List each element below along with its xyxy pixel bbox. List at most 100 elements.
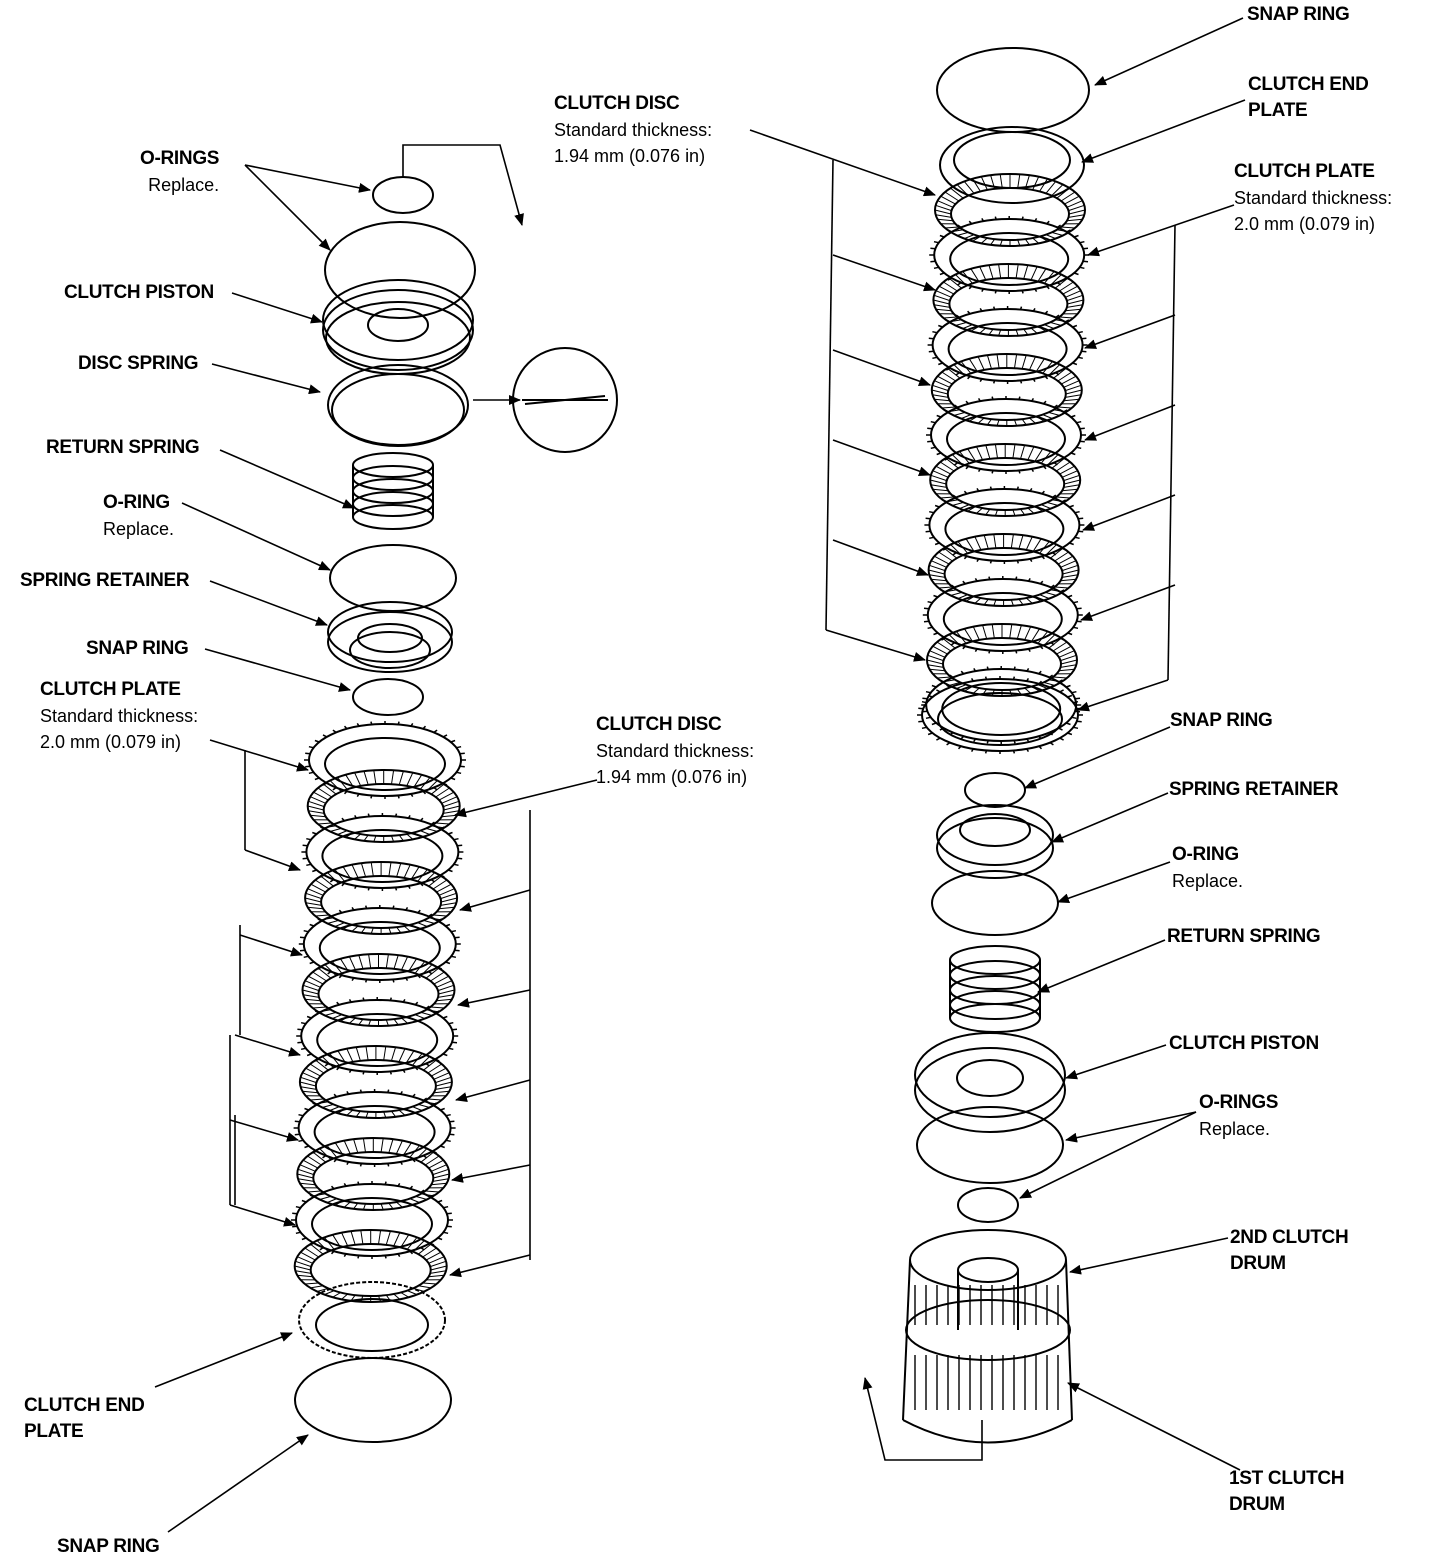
leader-line bbox=[1065, 1044, 1167, 1080]
left-o-rings-title: O-RINGS bbox=[140, 148, 220, 169]
right-first-clutch-drum-title1: 1ST CLUTCH bbox=[1229, 1468, 1345, 1489]
right-snap-ring-top-title: SNAP RING bbox=[1247, 4, 1350, 25]
leader-line bbox=[239, 934, 303, 957]
leader-line bbox=[1051, 792, 1169, 843]
right-snap-ring-mid-title: SNAP RING bbox=[1170, 710, 1273, 731]
right-o-rings-title: O-RINGS bbox=[1199, 1092, 1279, 1113]
leader-line bbox=[1087, 204, 1235, 257]
leader-line bbox=[154, 1332, 293, 1388]
right-snap-ring-mid bbox=[964, 772, 1026, 808]
left-snap-ring-lower bbox=[294, 1357, 452, 1443]
left-clutch-piston bbox=[322, 279, 474, 375]
leader-line bbox=[1069, 1237, 1229, 1275]
left-clutch-piston-title: CLUTCH PISTON bbox=[64, 282, 214, 303]
left-clutch-disc bbox=[306, 769, 461, 843]
leader-line bbox=[209, 739, 309, 772]
left-clutch-disc bbox=[298, 1045, 453, 1119]
center-clutch-disc-spec-label: Standard thickness: bbox=[554, 120, 713, 140]
clutch-drums bbox=[902, 1229, 1073, 1444]
right-clutch-disc bbox=[934, 173, 1086, 247]
left-clutch-piston-label: CLUTCH PISTON bbox=[64, 280, 214, 306]
leader-line bbox=[832, 539, 929, 576]
right-clutch-plate bbox=[929, 216, 1090, 294]
right-snap-ring-mid-label: SNAP RING bbox=[1170, 708, 1273, 734]
right-clutch-end-plate-title1: CLUTCH END bbox=[1248, 74, 1369, 95]
left-clutch-plate bbox=[298, 905, 461, 983]
leader-line bbox=[1084, 404, 1176, 441]
leader-line bbox=[219, 449, 355, 509]
right-o-ring-note: Replace. bbox=[1172, 871, 1244, 891]
left-clutch-disc bbox=[301, 953, 456, 1027]
leader-line bbox=[1065, 1111, 1197, 1143]
left-disc-spring-title: DISC SPRING bbox=[78, 353, 199, 374]
left-o-ring bbox=[329, 544, 457, 612]
right-second-clutch-drum-title2: DRUM bbox=[1230, 1253, 1286, 1274]
left-clutch-plate bbox=[293, 1089, 456, 1167]
right-second-clutch-drum-title1: 2ND CLUTCH bbox=[1230, 1227, 1349, 1248]
leader-line bbox=[1094, 17, 1244, 86]
left-o-ring-title: O-RING bbox=[103, 492, 170, 513]
leader-line bbox=[832, 439, 931, 476]
left-clutch-end-plate-title1: CLUTCH END bbox=[24, 1395, 145, 1416]
left-clutch-disc bbox=[304, 861, 459, 935]
right-stack bbox=[902, 47, 1090, 1444]
left-clutch-end-plate-title2: PLATE bbox=[24, 1421, 84, 1442]
right-first-clutch-drum-label: 1ST CLUTCH DRUM bbox=[1229, 1466, 1345, 1518]
right-clutch-plate-spec-value: 2.0 mm (0.079 in) bbox=[1234, 214, 1376, 234]
left-stack bbox=[291, 176, 618, 1443]
leader-line bbox=[211, 363, 321, 395]
right-clutch-end-plate-label: CLUTCH END PLATE bbox=[1248, 72, 1369, 124]
leader-line bbox=[1019, 1111, 1197, 1199]
right-o-ring-title: O-RING bbox=[1172, 844, 1239, 865]
leader-line bbox=[749, 129, 936, 197]
left-clutch-disc-spec-label: Standard thickness: bbox=[596, 741, 755, 761]
leader-line bbox=[832, 349, 931, 386]
right-snap-ring-top bbox=[936, 47, 1090, 133]
left-o-rings-note: Replace. bbox=[148, 175, 220, 195]
right-second-clutch-drum-label: 2ND CLUTCH DRUM bbox=[1230, 1225, 1349, 1277]
leader-line bbox=[457, 989, 531, 1008]
left-snap-ring-lower-label: SNAP RING bbox=[57, 1534, 160, 1560]
leader-line bbox=[455, 1079, 531, 1102]
right-return-spring-label: RETURN SPRING bbox=[1167, 924, 1321, 950]
left-spring-retainer bbox=[327, 601, 453, 673]
left-o-rings-label: O-RINGS Replace. bbox=[140, 146, 219, 198]
left-clutch-disc-spec-value: 1.94 mm (0.076 in) bbox=[596, 767, 748, 787]
left-spring-retainer-label: SPRING RETAINER bbox=[20, 568, 190, 594]
left-snap-ring-upper-label: SNAP RING bbox=[86, 636, 189, 662]
right-clutch-plate-label: CLUTCH PLATE Standard thickness: 2.0 mm … bbox=[1234, 159, 1392, 237]
leader-line bbox=[825, 629, 926, 662]
leader-line bbox=[1024, 726, 1171, 789]
left-clutch-end-plate bbox=[298, 1281, 446, 1359]
left-clutch-plate-spec-label: Standard thickness: bbox=[40, 706, 199, 726]
leader-line bbox=[167, 1434, 309, 1533]
right-clutch-piston bbox=[914, 1032, 1066, 1133]
left-snap-ring-lower-title: SNAP RING bbox=[57, 1536, 160, 1557]
leader-line bbox=[449, 1254, 531, 1278]
right-spring-retainer-title: SPRING RETAINER bbox=[1169, 779, 1339, 800]
center-clutch-disc-label: CLUTCH DISC Standard thickness: 1.94 mm … bbox=[554, 91, 712, 169]
right-return-spring-title: RETURN SPRING bbox=[1167, 926, 1321, 947]
left-snap-ring-upper-title: SNAP RING bbox=[86, 638, 189, 659]
leader-line bbox=[1077, 679, 1169, 712]
right-clutch-disc bbox=[926, 623, 1078, 697]
left-large-o-ring bbox=[324, 221, 476, 319]
left-clutch-end-plate-label: CLUTCH END PLATE bbox=[24, 1393, 145, 1445]
left-o-ring-note: Replace. bbox=[103, 519, 175, 539]
leader-line bbox=[1057, 861, 1171, 904]
leader-line bbox=[204, 648, 351, 692]
leader-line bbox=[459, 889, 531, 912]
center-clutch-disc-spec-value: 1.94 mm (0.076 in) bbox=[554, 146, 706, 166]
right-first-clutch-drum-title2: DRUM bbox=[1229, 1494, 1285, 1515]
right-o-ring-large bbox=[916, 1106, 1064, 1184]
leader-line bbox=[229, 1204, 296, 1227]
leader-line bbox=[1037, 939, 1166, 993]
left-clutch-disc-title: CLUTCH DISC bbox=[596, 714, 722, 735]
left-plate-stack bbox=[291, 721, 466, 1303]
right-direction-arrow bbox=[862, 1377, 983, 1461]
leader-line bbox=[1084, 314, 1176, 349]
leader-line bbox=[181, 502, 331, 571]
center-clutch-disc-title: CLUTCH DISC bbox=[554, 93, 680, 114]
left-clutch-disc-label: CLUTCH DISC Standard thickness: 1.94 mm … bbox=[596, 712, 754, 790]
